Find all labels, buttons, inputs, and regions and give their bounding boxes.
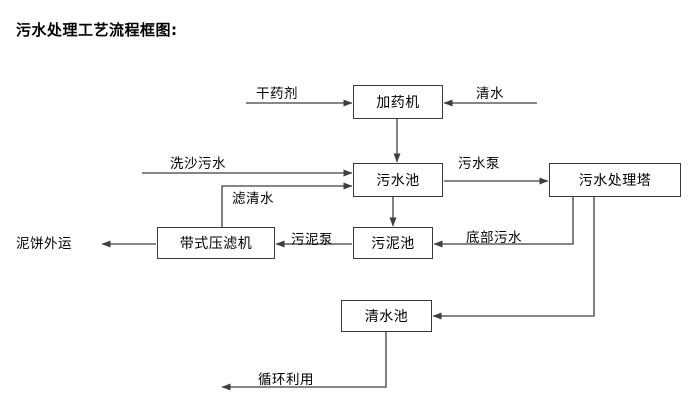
wire-clear-pool-to-recycle [221, 332, 387, 391]
node-label: 加药机 [376, 95, 420, 111]
edge-label-sewage-pump: 污水泵 [458, 156, 500, 172]
node-label: 污水处理塔 [578, 173, 652, 189]
edge-label-bottom-sewage: 底部污水 [466, 230, 522, 246]
node-label: 清水池 [364, 309, 409, 325]
node-sludge-pool[interactable]: 污泥池 [353, 227, 433, 259]
node-clear-water-pool[interactable]: 清水池 [341, 300, 432, 332]
node-belt-filter-press[interactable]: 带式压滤机 [157, 227, 275, 259]
wire-tower-to-clear-pool [432, 197, 595, 320]
node-label: 污泥池 [371, 236, 415, 252]
edge-label-sludge-pump: 污泥泵 [291, 232, 333, 248]
node-label: 污水池 [376, 173, 420, 189]
node-sewage-pool[interactable]: 污水池 [353, 163, 443, 197]
node-label: 带式压滤机 [179, 236, 253, 252]
wire-press-to-sewage-pool [221, 182, 353, 227]
terminal-mud-cake-transport: 泥饼外运 [16, 236, 72, 252]
edge-label-clean-water: 清水 [476, 86, 504, 102]
wire-tower-to-sludge-pool [433, 197, 574, 248]
page-title: 污水处理工艺流程框图: [16, 21, 178, 39]
edge-label-dry-chemical: 干药剂 [256, 86, 298, 102]
node-sewage-treatment-tower[interactable]: 污水处理塔 [549, 163, 681, 197]
edge-label-sand-washing-wastewater: 洗沙污水 [170, 156, 226, 172]
node-dosing-machine[interactable]: 加药机 [353, 85, 443, 119]
edge-label-recycle-reuse: 循环利用 [258, 372, 314, 388]
edge-label-filtered-clear-water: 滤清水 [232, 191, 274, 207]
